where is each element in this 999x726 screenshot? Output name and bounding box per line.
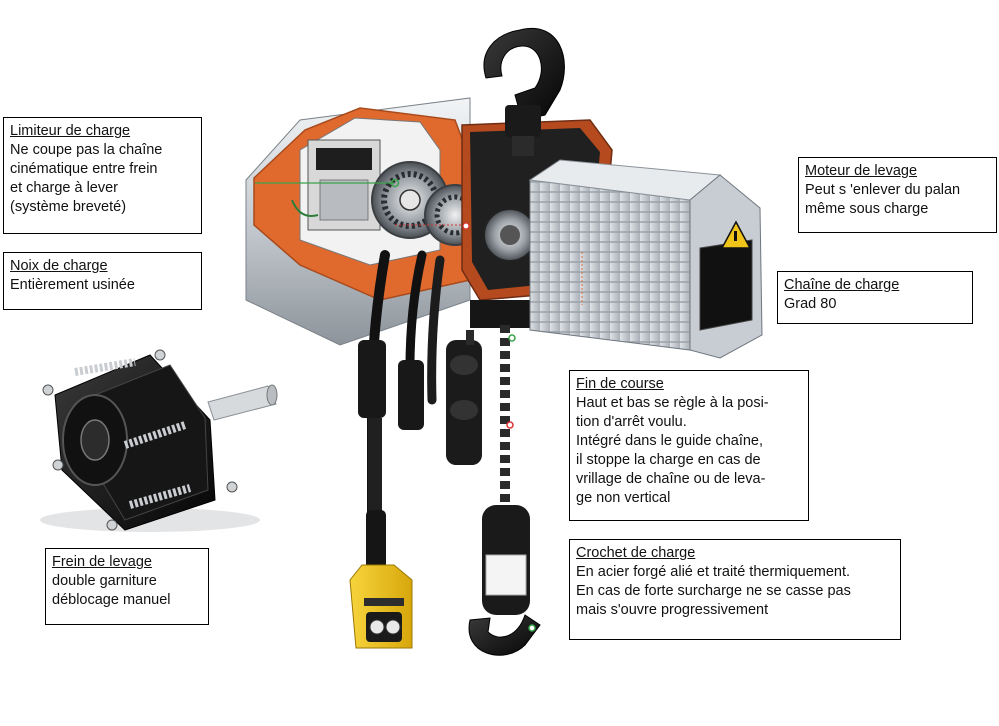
pendant-control bbox=[349, 564, 413, 649]
label-title: Chaîne de charge bbox=[784, 277, 900, 293]
label-limiteur-de-charge: Limiteur de charge Ne coupe pas la chaîn… bbox=[3, 117, 202, 234]
label-moteur-de-levage: Moteur de levage Peut s 'enlever du pala… bbox=[798, 157, 997, 233]
label-line: En cas de forte surcharge ne se casse pa… bbox=[576, 583, 851, 599]
label-line: même sous charge bbox=[805, 201, 929, 217]
label-fin-de-course: Fin de course Haut et bas se règle à la … bbox=[569, 370, 809, 521]
label-line: Grad 80 bbox=[784, 296, 837, 312]
label-title: Limiteur de charge bbox=[10, 123, 131, 139]
label-frein-de-levage: Frein de levage double garniture débloca… bbox=[45, 548, 209, 625]
bottom-hook bbox=[468, 505, 541, 656]
label-line: Haut et bas se règle à la posi- bbox=[576, 395, 769, 411]
brake-unit bbox=[40, 349, 278, 532]
label-line: il stoppe la charge en cas de bbox=[576, 452, 761, 468]
label-line: cinématique entre frein bbox=[10, 161, 158, 177]
label-line: (système breveté) bbox=[10, 199, 127, 215]
label-line: mais s'ouvre progressivement bbox=[576, 602, 769, 618]
label-title: Crochet de charge bbox=[576, 545, 696, 561]
label-line: double garniture bbox=[52, 573, 157, 589]
label-line: En acier forgé alié et traité thermiquem… bbox=[576, 564, 851, 580]
label-line: Peut s 'enlever du palan bbox=[805, 182, 961, 198]
control-cables bbox=[358, 250, 445, 570]
label-line: tion d'arrêt voulu. bbox=[576, 414, 687, 430]
label-title: Fin de course bbox=[576, 376, 664, 392]
label-title: Noix de charge bbox=[10, 258, 108, 274]
label-line: et charge à lever bbox=[10, 180, 119, 196]
label-noix-de-charge: Noix de charge Entièrement usinée bbox=[3, 252, 202, 310]
label-line: vrillage de chaîne ou de leva- bbox=[576, 471, 766, 487]
label-title: Frein de levage bbox=[52, 554, 152, 570]
label-line: Entièrement usinée bbox=[10, 277, 135, 293]
load-chain bbox=[446, 325, 510, 510]
label-line: déblocage manuel bbox=[52, 592, 171, 608]
label-title: Moteur de levage bbox=[805, 163, 918, 179]
label-line: ge non vertical bbox=[576, 490, 671, 506]
hoist-motor bbox=[528, 159, 763, 359]
label-line: Intégré dans le guide chaîne, bbox=[576, 433, 764, 449]
label-crochet-de-charge: Crochet de charge En acier forgé alié et… bbox=[569, 539, 901, 640]
top-hook bbox=[483, 27, 565, 156]
leader-lines bbox=[255, 178, 583, 632]
label-line: Ne coupe pas la chaîne bbox=[10, 142, 163, 158]
label-chaine-de-charge: Chaîne de charge Grad 80 bbox=[777, 271, 973, 324]
